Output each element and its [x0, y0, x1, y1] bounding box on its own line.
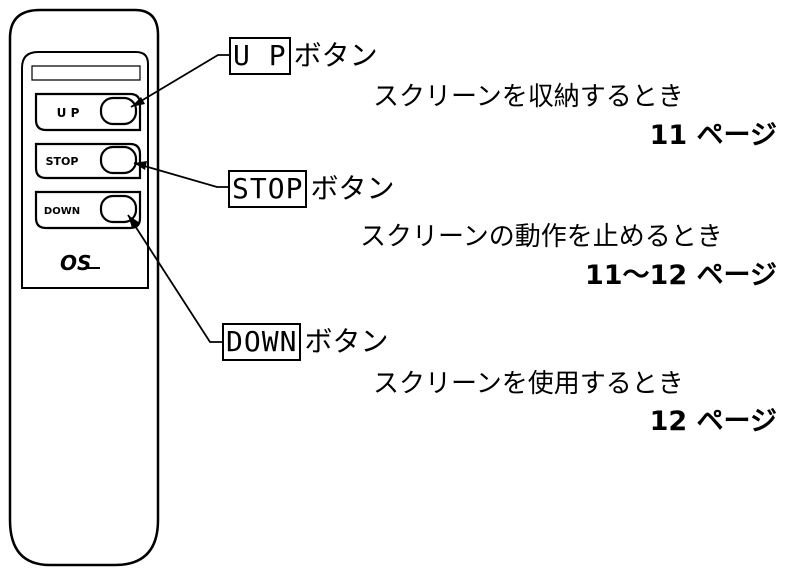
- stop-button-label: STOP: [46, 155, 79, 168]
- down-button-word: ボタン: [304, 325, 389, 358]
- stop-description: スクリーンの動作を止めるとき: [360, 222, 723, 252]
- up-button-word: ボタン: [293, 39, 378, 72]
- down-description: スクリーンを使用するとき: [373, 369, 684, 399]
- leader-down: [127, 214, 222, 343]
- down-button-label: DOWN: [44, 206, 80, 217]
- up-page-ref: 11 ページ: [649, 120, 777, 151]
- stop-button[interactable]: STOP: [34, 142, 142, 180]
- brand-logo: OS: [60, 251, 100, 275]
- stop-callout-title: STOP ボタン: [228, 170, 394, 208]
- down-button[interactable]: DOWN: [34, 190, 142, 230]
- button-panel-inner: [31, 65, 141, 81]
- leader-stop: [133, 161, 228, 188]
- logo-text: OS: [60, 251, 91, 275]
- leader-up: [130, 54, 229, 108]
- up-callout-title: U P ボタン: [229, 37, 378, 75]
- up-button-label: U P: [57, 106, 80, 120]
- down-callout-title: DOWN ボタン: [222, 323, 388, 361]
- down-button-ref: DOWN: [222, 323, 302, 361]
- stop-button-word: ボタン: [310, 172, 395, 205]
- up-button-ref: U P: [229, 37, 291, 75]
- down-page-ref: 12 ページ: [649, 406, 777, 437]
- stop-page-ref: 11〜12 ページ: [584, 260, 777, 291]
- up-description: スクリーンを収納するとき: [373, 82, 684, 112]
- stop-button-ref: STOP: [228, 170, 308, 208]
- up-button[interactable]: U P: [34, 92, 142, 132]
